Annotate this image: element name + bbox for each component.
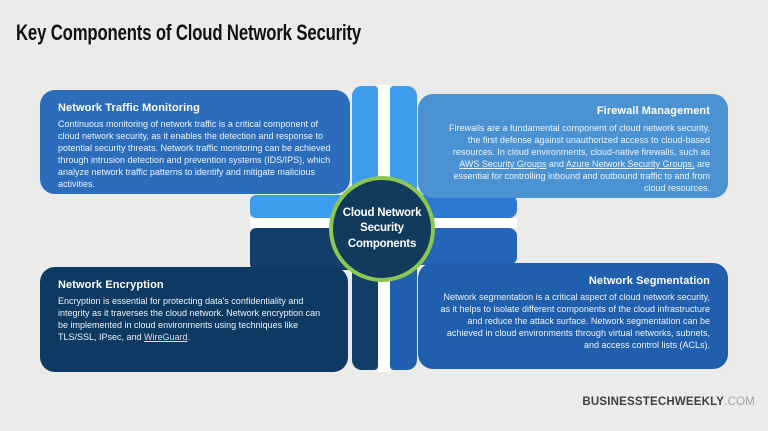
card-title-network-encryption: Network Encryption [58, 279, 164, 291]
card-body-network-encryption: Encryption is essential for protecting d… [58, 295, 330, 343]
text-segment: Encryption is essential for protecting d… [58, 296, 321, 342]
inline-link[interactable]: WireGuard [144, 332, 188, 342]
text-segment: . [187, 332, 191, 342]
card-body-network-traffic-monitoring: Continuous monitoring of network traffic… [58, 118, 332, 190]
page-title: Key Components of Cloud Network Security [16, 20, 362, 45]
card-title-firewall-management: Firewall Management [596, 105, 710, 117]
card-firewall-management: Firewall Management Firewalls are a fund… [418, 94, 728, 198]
text-segment: Firewalls are a fundamental component of… [449, 123, 710, 157]
card-network-segmentation: Network Segmentation Network segmentatio… [418, 263, 728, 369]
brand-tld: .COM [724, 396, 755, 408]
card-network-encryption: Network Encryption Encryption is essenti… [40, 267, 348, 372]
inline-link[interactable]: Azure Network Security Groups, [565, 159, 695, 169]
text-segment: Network segmentation is a critical aspec… [440, 292, 711, 350]
text-segment: Continuous monitoring of network traffic… [58, 119, 331, 189]
card-network-traffic-monitoring: Network Traffic Monitoring Continuous mo… [40, 90, 350, 194]
card-body-firewall-management: Firewalls are a fundamental component of… [436, 122, 710, 194]
card-title-network-segmentation: Network Segmentation [588, 275, 710, 287]
text-segment: and [546, 159, 566, 169]
center-circle-label: Cloud Network Security Components [342, 207, 422, 250]
center-circle: Cloud Network Security Components [329, 176, 435, 282]
brand-name: BUSINESSTECHWEEKLY [582, 396, 725, 408]
card-title-network-traffic-monitoring: Network Traffic Monitoring [58, 102, 200, 114]
brand-footer: BUSINESSTECHWEEKLY.COM [582, 396, 755, 408]
card-body-network-segmentation: Network segmentation is a critical aspec… [436, 291, 711, 351]
inline-link[interactable]: AWS Security Groups [459, 159, 547, 169]
text-segment: are essential for controlling inbound an… [453, 159, 711, 193]
